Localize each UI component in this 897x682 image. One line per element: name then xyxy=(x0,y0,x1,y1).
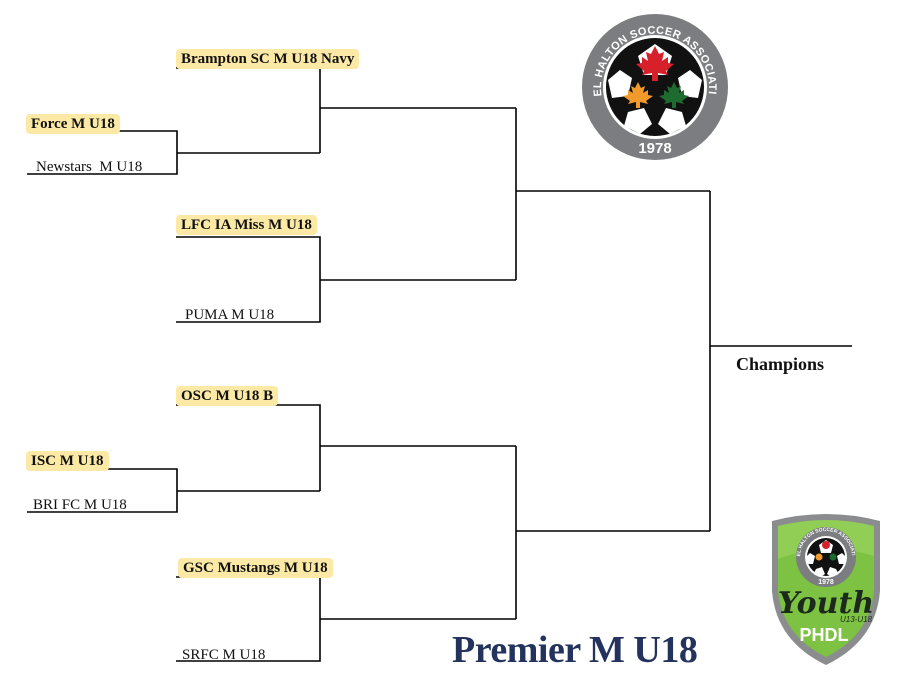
team-lfc-ia-miss: LFC IA Miss M U18 xyxy=(176,215,317,235)
team-osc: OSC M U18 B xyxy=(176,386,279,406)
team-brampton-sc: Brampton SC M U18 Navy xyxy=(176,49,360,69)
team-newstars: Newstars M U18 xyxy=(36,159,143,175)
team-force: Force M U18 xyxy=(26,114,120,134)
logo-year: 1978 xyxy=(638,140,671,157)
team-isc: ISC M U18 xyxy=(26,451,109,471)
logo-age-range: U13-U18 xyxy=(840,615,873,624)
team-puma: PUMA M U18 xyxy=(185,307,275,323)
logo-phdl: PHDL xyxy=(800,625,849,645)
page-title: Premier M U18 xyxy=(452,629,698,671)
logo-youth-word: Youth xyxy=(778,586,874,621)
champions-label: Champions xyxy=(736,354,825,374)
logo-year-small: 1978 xyxy=(818,579,834,586)
orange-leaf-icon xyxy=(623,82,653,108)
team-srfc: SRFC M U18 xyxy=(182,647,266,663)
team-bri-fc: BRI FC M U18 xyxy=(33,497,127,513)
phsa-logo: PEEL HALTON SOCCER ASSOCIATION 1978 xyxy=(580,12,728,160)
phdl-youth-logo: PEEL HALTON SOCCER ASSOCIATION 1978 Yout… xyxy=(764,511,880,665)
green-leaf-icon xyxy=(659,82,689,108)
team-gsc-mustangs: GSC Mustangs M U18 xyxy=(178,558,333,578)
red-leaf-icon xyxy=(636,46,674,81)
